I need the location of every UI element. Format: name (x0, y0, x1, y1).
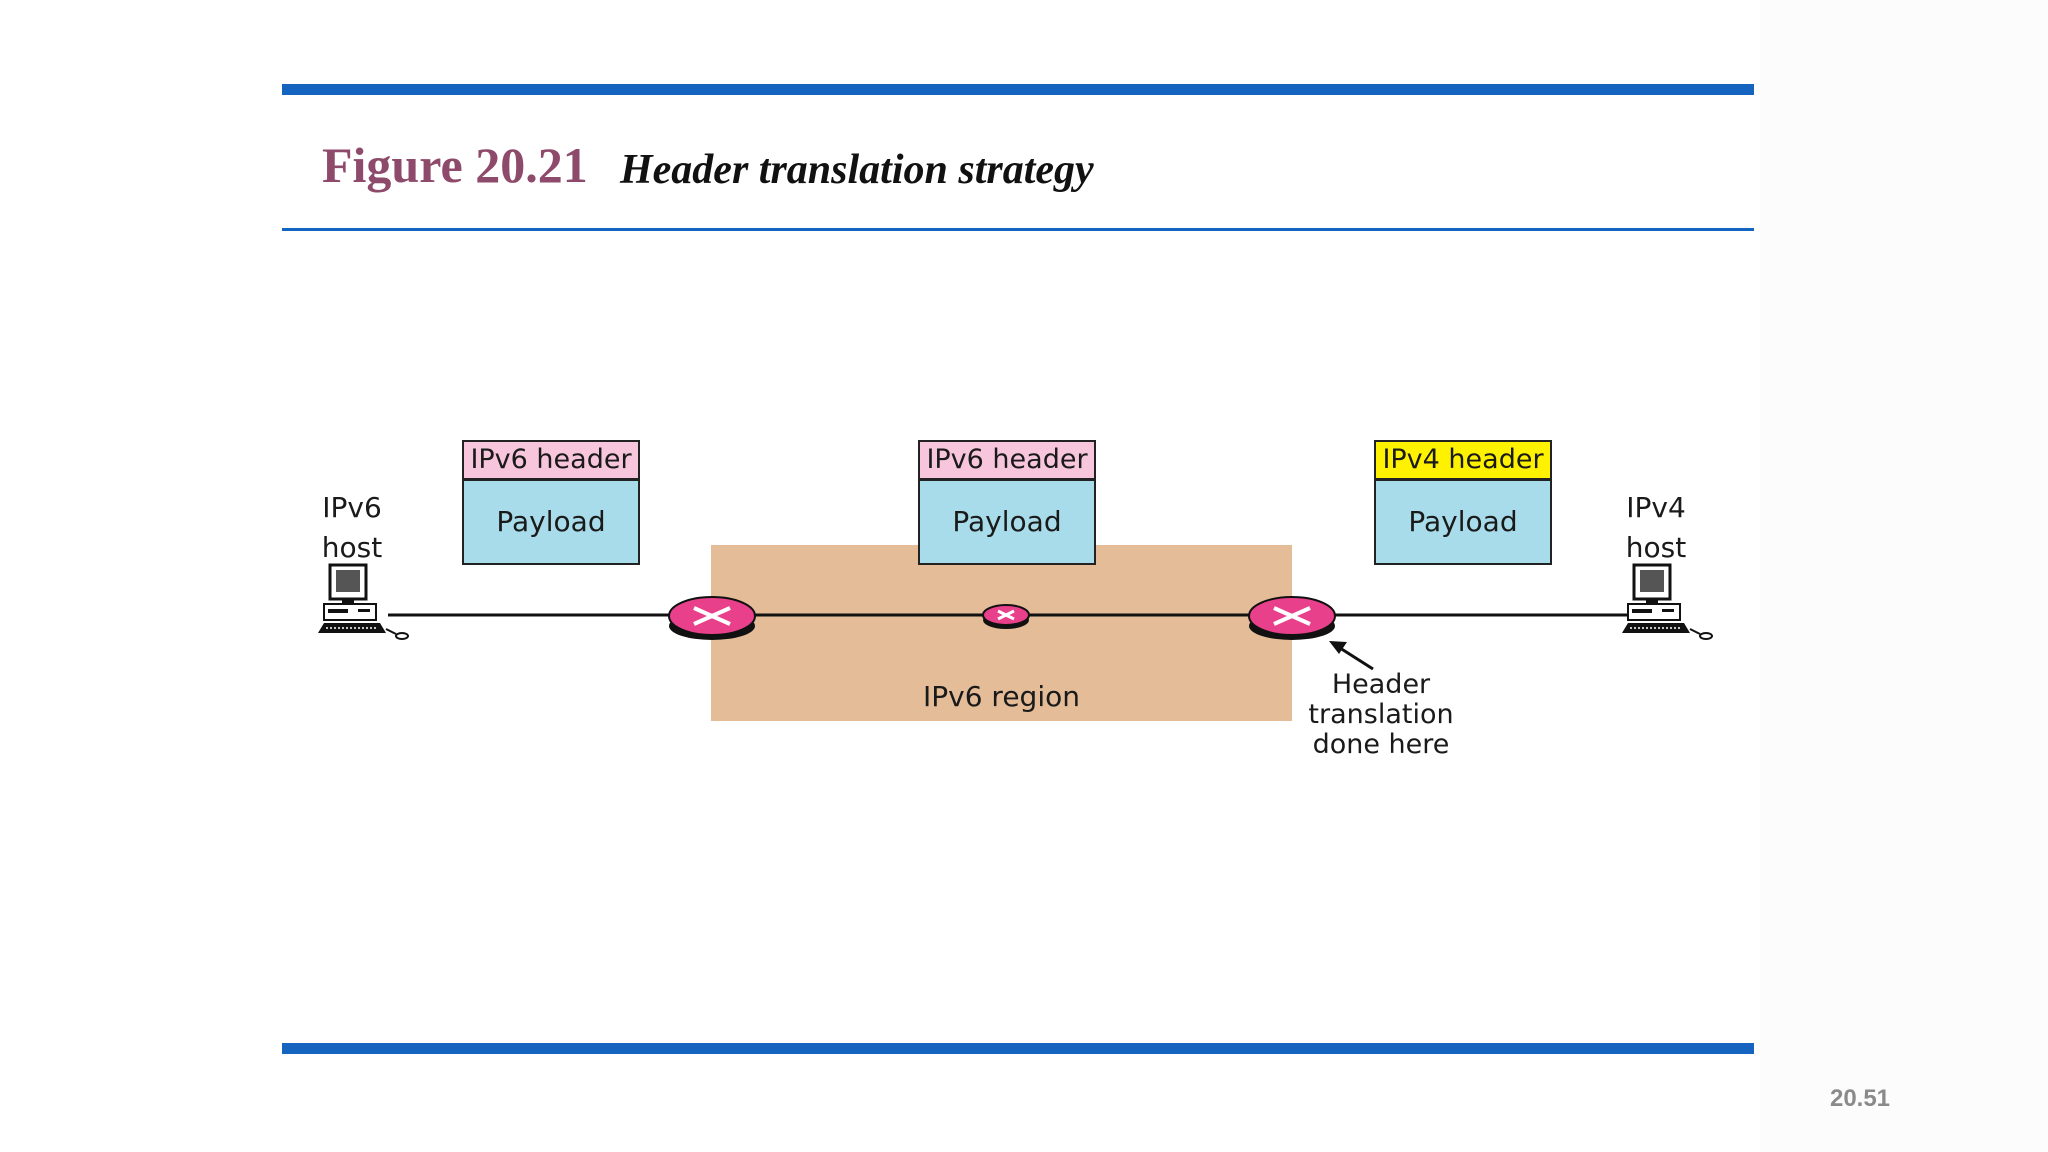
computer-icon (1622, 563, 1713, 640)
host-label-line: host (1625, 531, 1687, 564)
top-rule (282, 84, 1754, 95)
region-label: IPv6 region (923, 680, 1080, 713)
host-label-line: IPv6 (322, 491, 382, 524)
packet-header: IPv4 header (1374, 440, 1552, 480)
host-label-right: IPv4 host (1616, 488, 1696, 568)
arrow-icon (1329, 641, 1374, 671)
host-label-left: IPv6 host (312, 488, 392, 568)
packet-header: IPv6 header (462, 440, 640, 480)
ipv6-region (711, 545, 1292, 721)
host-label-line: IPv4 (1626, 491, 1686, 524)
computer-icon (318, 563, 409, 640)
router-icon (1248, 596, 1336, 640)
router-icon (668, 596, 756, 640)
figure-caption: Header translation strategy (620, 147, 1094, 193)
translation-note: Header translation done here (1300, 670, 1462, 760)
bottom-rule (282, 1043, 1754, 1054)
title-underline (282, 228, 1754, 231)
note-line: done here (1312, 729, 1450, 760)
note-line: translation (1308, 699, 1454, 730)
figure-number: Figure 20.21 (322, 137, 588, 193)
packet-header: IPv6 header (918, 440, 1096, 480)
side-margin (1760, 0, 2048, 1152)
packet-payload: Payload (918, 479, 1096, 565)
packet-payload: Payload (462, 479, 640, 565)
page-number: 20.51 (1829, 1085, 1891, 1112)
note-line: Header (1331, 669, 1431, 700)
host-label-line: host (321, 531, 383, 564)
packet-payload: Payload (1374, 479, 1552, 565)
router-icon (982, 604, 1030, 629)
